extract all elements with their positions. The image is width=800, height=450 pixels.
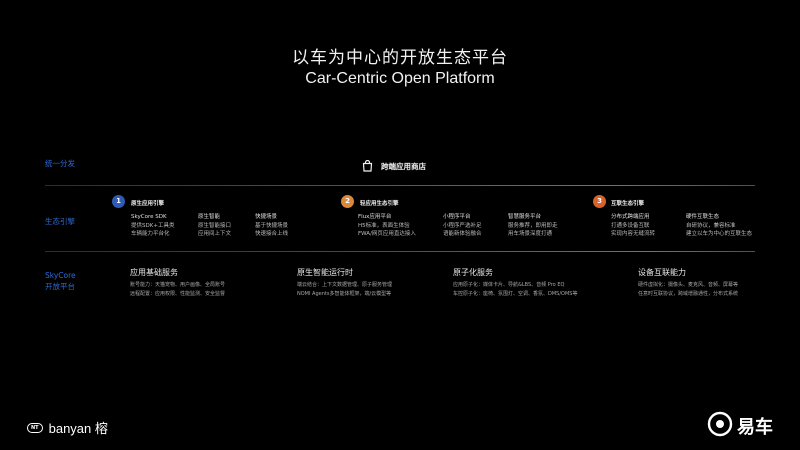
engine-2-badge: 2 [341,195,354,208]
row-label-platform: SkyCore 开放平台 [45,270,76,292]
engine-3-col-2: 硬件互联生态 自研协议，兼容标准 建立以车为中心的互联生态 [686,214,753,237]
row-label-platform-line1: SkyCore [45,271,76,280]
engine-2-col-2: 小程序平台 小程序严选补足 语能新体验融合 [443,214,482,237]
yiche-logo-icon [707,411,733,441]
engine-3-badge: 3 [593,195,606,208]
page-subtitle: Car-Centric Open Platform [305,70,495,87]
row-label-ecosystem: 生态引擎 [45,217,75,226]
yiche-watermark: 易车 [707,411,773,441]
capability-device-interconnect: 设备互联能力 硬件虚拟化：摄像头、麦克风、音频、屏幕等 任意时互联协议，跨域增融… [638,268,739,297]
engine-2-col-3: 智慧服务平台 服务推荐，即用即走 用车场景深度打通 [508,214,558,237]
engine-1-col-1: SkyCore SDK 提供SDK+工具类 车辆能力平台化 [131,214,175,237]
row-label-platform-line2: 开放平台 [45,282,75,291]
engine-3-col-1: 分布式跨端应用 打通多设备互联 实现内容无缝流转 [611,214,656,237]
divider-top [45,185,755,186]
app-store-label: 跨端应用商店 [381,162,426,171]
engine-2-title: 轻应用生态引擎 [360,201,399,207]
page-title: 以车为中心的开放生态平台 [292,48,508,68]
app-store[interactable]: 跨端应用商店 [362,157,426,176]
capability-atomic-services: 原子化服务 应用原子化：媒体卡片、导航&LBS、音频 Pro EQ 车控原子化：… [453,268,578,297]
engine-1-title: 原生应用引擎 [131,201,165,207]
capability-native-ai-runtime: 原生智能运行时 端云结合：上下文数据管理、原子服务管理 NOMI Agents多… [297,268,393,297]
engine-3-title: 互联生态引擎 [611,201,645,207]
engine-1-col-2: 原生智能 原生智能接口 应用间上下文 [198,214,232,237]
nt-badge: NT [27,422,43,433]
engine-2-col-1: Flux应用平台 H5标准，表面生体验 FWA/网页应用直达接入 [358,214,416,237]
divider-bottom [45,251,755,252]
capability-app-basic: 应用基础服务 账号能力：天猫宠物、用户画像、全局账号 远程配置：应用权限、性能监… [130,268,226,297]
engine-1-col-3: 快捷场景 基于快捷场景 快速接合上线 [255,214,289,237]
row-label-distribution: 统一分发 [45,159,75,168]
store-bag-icon [362,157,373,176]
engine-1-badge: 1 [112,195,125,208]
banyan-logo: NT banyan 榕 [27,418,108,437]
yiche-text: 易车 [737,417,773,438]
banyan-wordmark: banyan 榕 [48,421,108,436]
